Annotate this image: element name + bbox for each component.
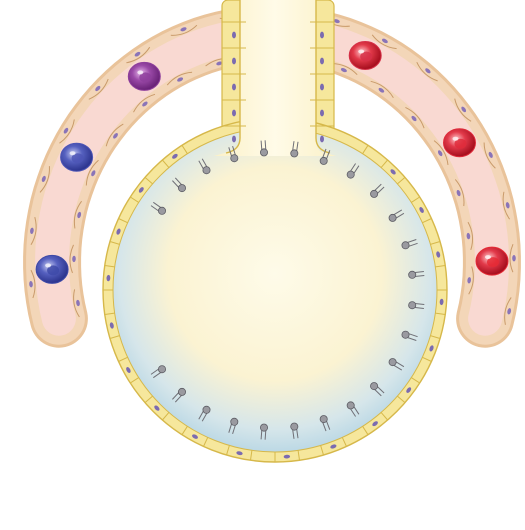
duct-nucleus: [232, 110, 236, 117]
endothelial-nucleus: [512, 255, 516, 261]
blood-cell: [61, 143, 93, 171]
duct-nucleus: [232, 136, 236, 143]
duct-nucleus: [320, 58, 324, 65]
duct-nucleus: [232, 32, 236, 39]
blood-cell: [476, 247, 508, 275]
duct-nucleus: [320, 32, 324, 39]
duct-nucleus: [232, 58, 236, 65]
duct-nucleus: [320, 84, 324, 91]
duct-nucleus: [232, 84, 236, 91]
duct-nucleus: [320, 136, 324, 143]
blood-cell: [444, 129, 476, 157]
duct-nucleus: [320, 110, 324, 117]
alveolar-air-space: [113, 128, 437, 452]
blood-cell: [36, 255, 68, 283]
blood-cell: [128, 62, 160, 90]
blood-cell: [349, 42, 381, 70]
